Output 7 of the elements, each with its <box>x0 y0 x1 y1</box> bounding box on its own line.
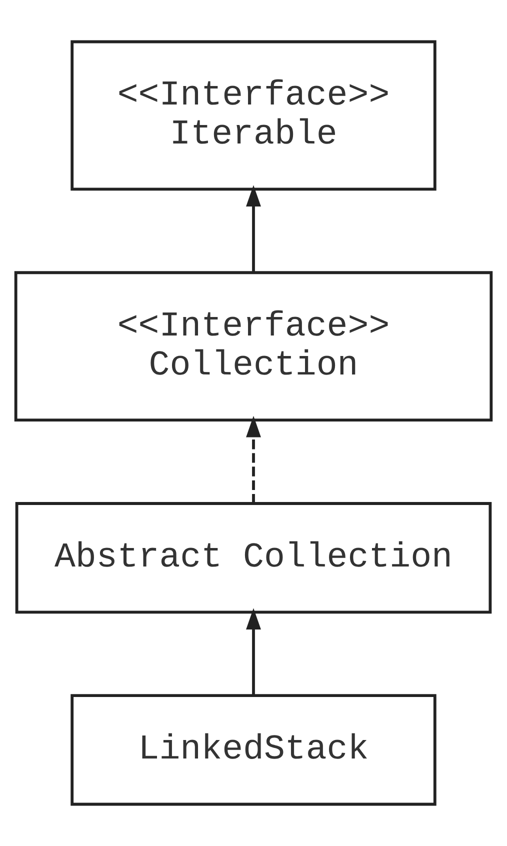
node-box: LinkedStack <box>70 694 436 806</box>
node-box: <<Interface>> Collection <box>14 271 493 422</box>
arrow <box>246 608 261 696</box>
arrow <box>246 416 261 504</box>
arrow <box>246 185 261 273</box>
node-box: Abstract Collection <box>15 502 492 614</box>
node-box: <<Interface>> Iterable <box>70 40 436 191</box>
